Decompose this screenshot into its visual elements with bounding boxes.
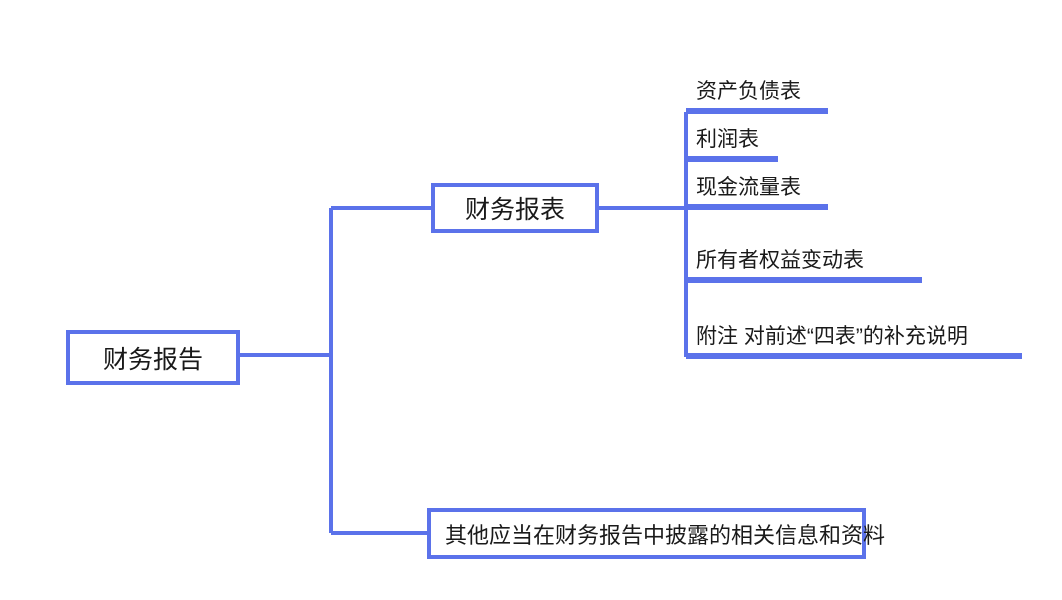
leaf-node-label: 所有者权益变动表 [696, 249, 864, 272]
branch-node-other-disclosures[interactable]: 其他应当在财务报告中披露的相关信息和资料 [427, 508, 885, 559]
leaf-node-label: 利润表 [696, 128, 759, 151]
leaf-node-notes[interactable]: 附注 对前述“四表”的补充说明 [686, 325, 1022, 357]
root-node-financial-report[interactable]: 财务报告 [66, 330, 240, 385]
root-node-label: 财务报告 [102, 345, 203, 374]
leaf-node-label: 附注 对前述“四表”的补充说明 [696, 325, 968, 348]
leaf-node-label: 现金流量表 [696, 176, 801, 199]
leaf-node-statement-of-changes-in-equity[interactable]: 所有者权益变动表 [686, 249, 922, 281]
branch-node-financial-statements[interactable]: 财务报表 [431, 183, 599, 233]
leaf-node-label: 资产负债表 [696, 80, 801, 103]
branch-node-label: 财务报表 [464, 196, 565, 224]
branch-node-label-other: 其他应当在财务报告中披露的相关信息和资料 [445, 522, 886, 548]
leaf-node-income-statement[interactable]: 利润表 [686, 128, 778, 160]
leaf-node-balance-sheet[interactable]: 资产负债表 [686, 80, 828, 112]
leaf-node-cash-flow-statement[interactable]: 现金流量表 [686, 176, 828, 208]
